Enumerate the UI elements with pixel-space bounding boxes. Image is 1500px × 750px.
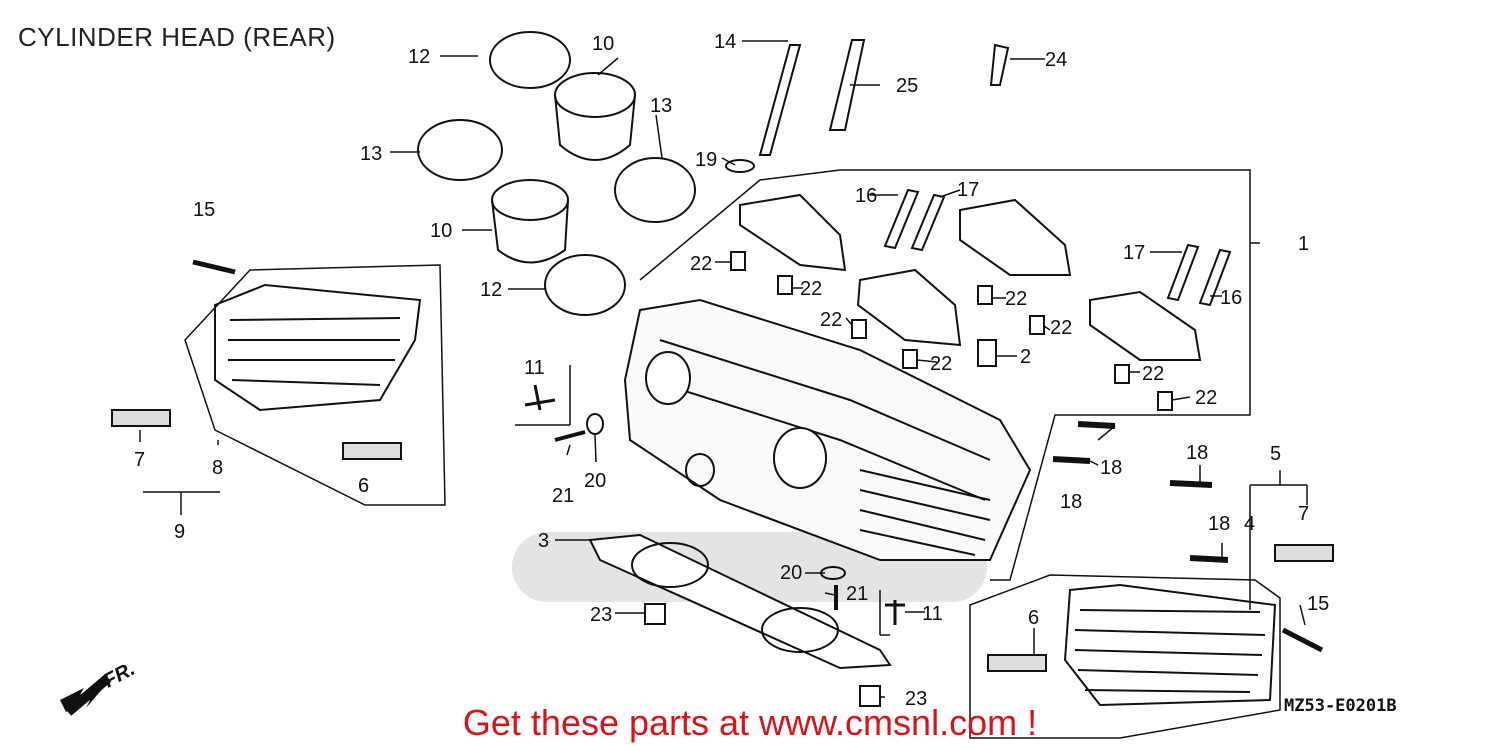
callout-23-lower[interactable]: 23 xyxy=(905,688,927,710)
callout-13-left[interactable]: 13 xyxy=(360,143,382,165)
callout-6-left[interactable]: 6 xyxy=(358,475,369,497)
pad-6-right[interactable] xyxy=(987,654,1047,672)
callout-22-d[interactable]: 22 xyxy=(1005,288,1027,310)
callout-2[interactable]: 2 xyxy=(1020,346,1031,368)
insulator-10-lower[interactable] xyxy=(491,179,569,221)
clamp-13-right[interactable] xyxy=(614,157,696,223)
callout-18-a[interactable]: 18 xyxy=(1100,457,1122,479)
callout-24[interactable]: 24 xyxy=(1045,49,1067,71)
callout-15-right[interactable]: 15 xyxy=(1307,593,1329,615)
callout-22-f[interactable]: 22 xyxy=(930,353,952,375)
callout-11-left[interactable]: 11 xyxy=(524,357,545,379)
insulator-10-upper[interactable] xyxy=(554,72,636,118)
callout-19[interactable]: 19 xyxy=(695,149,717,171)
callout-20-left[interactable]: 20 xyxy=(584,470,606,492)
callout-23-left[interactable]: 23 xyxy=(590,604,612,626)
callout-10-lower[interactable]: 10 xyxy=(430,220,452,242)
rocker-holder-2[interactable] xyxy=(856,268,962,347)
callout-4[interactable]: 4 xyxy=(1244,513,1255,535)
head-cover-left-8[interactable] xyxy=(214,283,422,412)
callout-16-right[interactable]: 16 xyxy=(1220,287,1242,309)
page-title: CYLINDER HEAD (REAR) xyxy=(18,22,336,52)
spark-plug-25[interactable] xyxy=(828,39,866,131)
callout-14[interactable]: 14 xyxy=(714,31,736,53)
callout-16-top[interactable]: 16 xyxy=(855,185,877,207)
callout-1[interactable]: 1 xyxy=(1298,233,1309,255)
callout-5[interactable]: 5 xyxy=(1270,443,1281,465)
callout-22-c[interactable]: 22 xyxy=(820,309,842,331)
clamp-12-upper[interactable] xyxy=(489,31,571,89)
pad-7-left[interactable] xyxy=(111,409,171,427)
callout-10-top[interactable]: 10 xyxy=(592,33,614,55)
callout-9[interactable]: 9 xyxy=(174,521,185,543)
callout-18-d[interactable]: 18 xyxy=(1208,513,1230,535)
callout-25[interactable]: 25 xyxy=(896,75,918,97)
footer-link-text[interactable]: Get these parts at www.cmsnl.com ! xyxy=(462,702,1038,743)
callout-3[interactable]: 3 xyxy=(538,530,549,552)
clamp-13-left[interactable] xyxy=(417,119,503,181)
callout-17-right[interactable]: 17 xyxy=(1123,242,1145,264)
callout-22-b[interactable]: 22 xyxy=(800,278,822,300)
stud-bolt-14[interactable] xyxy=(758,44,802,156)
callout-22-e[interactable]: 22 xyxy=(1050,317,1072,339)
pad-6-left[interactable] xyxy=(342,442,402,460)
callout-20-lower[interactable]: 20 xyxy=(780,562,802,584)
head-cover-right-4[interactable] xyxy=(1063,583,1277,707)
rocker-holder-4[interactable] xyxy=(1089,290,1202,361)
callout-7-right[interactable]: 7 xyxy=(1298,503,1309,525)
callout-6-right[interactable]: 6 xyxy=(1028,607,1039,629)
callout-8[interactable]: 8 xyxy=(212,457,223,479)
pad-7-right[interactable] xyxy=(1274,544,1334,562)
cylinder-head[interactable] xyxy=(623,298,1032,561)
head-gasket-3[interactable] xyxy=(588,533,892,670)
callout-21-left[interactable]: 21 xyxy=(552,485,574,507)
rocker-holder-3[interactable] xyxy=(959,198,1072,276)
callout-22-g[interactable]: 22 xyxy=(1142,363,1164,385)
callout-13-right[interactable]: 13 xyxy=(650,95,672,117)
callout-21-lower[interactable]: 21 xyxy=(846,583,868,605)
rocker-holder-1[interactable] xyxy=(739,193,847,272)
callout-12-top[interactable]: 12 xyxy=(408,46,430,68)
callout-15-left[interactable]: 15 xyxy=(193,199,215,221)
diagram-code: MZ53-E0201B xyxy=(1284,696,1397,716)
callout-18-b[interactable]: 18 xyxy=(1186,442,1208,464)
callout-22-h[interactable]: 22 xyxy=(1195,387,1217,409)
callout-22-a[interactable]: 22 xyxy=(690,253,712,275)
callout-7-left[interactable]: 7 xyxy=(134,449,145,471)
callout-18-c[interactable]: 18 xyxy=(1060,491,1082,513)
callout-12-lower[interactable]: 12 xyxy=(480,279,502,301)
clamp-12-lower[interactable] xyxy=(544,254,626,316)
callout-11-lower[interactable]: 11 xyxy=(922,603,943,625)
callout-17-top[interactable]: 17 xyxy=(957,179,979,201)
fr-label: FR. xyxy=(100,658,139,693)
